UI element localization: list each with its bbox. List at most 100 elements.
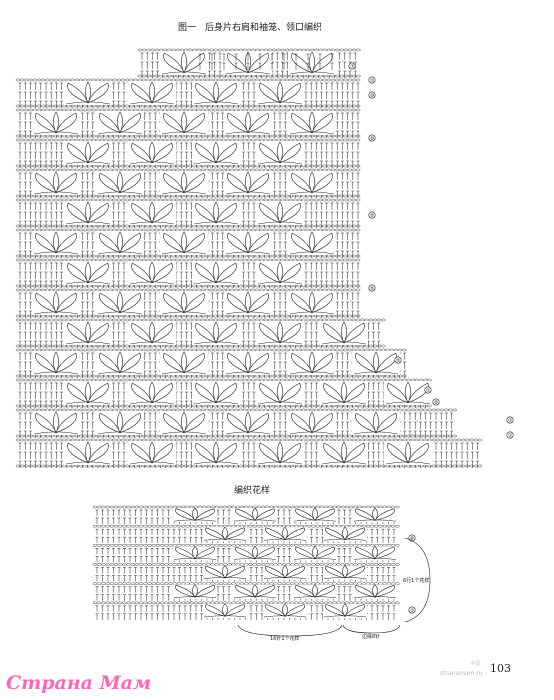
fan-motif: [131, 261, 173, 284]
chain-stitch: [141, 168, 147, 172]
chain-stitch: [41, 194, 46, 198]
chain-stitch: [32, 104, 37, 108]
chain-stitch: [280, 74, 285, 78]
chain-stitch: [103, 164, 109, 168]
chain-stitch: [272, 288, 277, 292]
chain-stitch: [339, 48, 344, 52]
chain-stitch: [255, 314, 260, 318]
chain-stitch: [187, 108, 193, 112]
chain-stitch: [129, 134, 134, 138]
chain-stitch: [162, 104, 168, 108]
chain-stitch: [217, 198, 222, 202]
chain-stitch: [78, 318, 84, 322]
motif-base: [129, 281, 175, 285]
chain-stitch: [318, 78, 323, 82]
chain-stitch: [221, 314, 227, 318]
motif-base: [97, 191, 143, 195]
chain-stitch: [259, 288, 264, 292]
chain-stitch: [49, 224, 54, 228]
fan-motif: [35, 291, 77, 314]
chain-stitch: [288, 228, 294, 232]
chain-stitch: [45, 108, 50, 112]
chain-stitch: [108, 168, 113, 172]
chain-stitch: [112, 284, 117, 288]
chain-stitch: [95, 138, 101, 142]
chain-stitch: [309, 134, 315, 138]
chain-stitch: [267, 108, 273, 112]
chain-stitch: [339, 254, 344, 258]
chain-stitch: [145, 314, 151, 318]
chain-stitch: [356, 48, 361, 52]
chain-stitch: [196, 258, 201, 262]
chain-stitch: [187, 78, 193, 82]
fan-motif: [163, 111, 205, 134]
chain-stitch: [229, 138, 235, 142]
chain-stitch: [213, 224, 218, 228]
chain-stitch: [250, 228, 256, 232]
chain-stitch: [87, 108, 92, 112]
chain-stitch: [309, 198, 315, 202]
chain-stitch: [293, 48, 298, 52]
chain-stitch: [183, 108, 189, 112]
chain-stitch: [280, 194, 285, 198]
chain-stitch: [330, 108, 336, 112]
chain-stitch: [255, 288, 260, 292]
chain-stitch: [213, 254, 218, 258]
chain-stitch: [179, 138, 185, 142]
chain-stitch: [162, 228, 168, 232]
chain-stitch: [166, 318, 172, 322]
chain-stitch: [263, 48, 269, 52]
chain-stitch: [187, 288, 193, 292]
motif-base: [97, 131, 143, 135]
chain-stitch: [339, 224, 344, 228]
chain-stitch: [322, 74, 327, 78]
chain-stitch: [250, 104, 256, 108]
chain-stitch: [87, 288, 92, 292]
chain-stitch: [272, 104, 277, 108]
chain-stitch: [129, 228, 134, 232]
chain-stitch: [330, 194, 336, 198]
chain-stitch: [330, 228, 336, 232]
chain-stitch: [225, 198, 231, 202]
fan-motif: [195, 201, 237, 224]
chain-stitch: [41, 198, 46, 202]
chain-stitch: [301, 134, 306, 138]
chain-stitch: [246, 168, 252, 172]
fan-motif: [195, 81, 237, 104]
chain-stitch: [28, 168, 33, 172]
chain-stitch: [53, 254, 58, 258]
chain-stitch: [221, 194, 227, 198]
chain-stitch: [87, 314, 92, 318]
chain-stitch: [259, 284, 264, 288]
chain-stitch: [99, 288, 105, 292]
chain-stitch: [229, 224, 235, 228]
chain-stitch: [70, 194, 75, 198]
chain-stitch: [158, 258, 164, 262]
chain-stitch: [95, 288, 101, 292]
fan-motif: [259, 201, 301, 224]
chain-stitch: [250, 254, 256, 258]
chain-stitch: [15, 108, 21, 112]
chain-stitch: [120, 318, 126, 322]
chain-stitch: [53, 318, 58, 322]
chain-stitch: [234, 284, 239, 288]
chain-stitch: [217, 314, 222, 318]
chain-stitch: [217, 168, 222, 172]
chain-stitch: [297, 48, 302, 52]
chain-stitch: [305, 194, 310, 198]
chain-stitch: [150, 284, 155, 288]
chain-stitch: [66, 78, 71, 82]
chain-stitch: [192, 228, 197, 232]
chain-stitch: [24, 108, 29, 112]
chain-stitch: [276, 48, 281, 52]
chain-stitch: [351, 198, 357, 202]
chain-stitch: [91, 288, 96, 292]
chain-stitch: [335, 108, 340, 112]
chain-stitch: [255, 284, 260, 288]
chart1-title: 图一 后身片右肩和袖笼、领口编织: [178, 23, 323, 33]
chain-stitch: [112, 314, 117, 318]
chain-stitch: [99, 198, 105, 202]
chain-stitch: [314, 258, 319, 262]
chain-stitch: [41, 164, 46, 168]
chain-stitch: [192, 104, 197, 108]
